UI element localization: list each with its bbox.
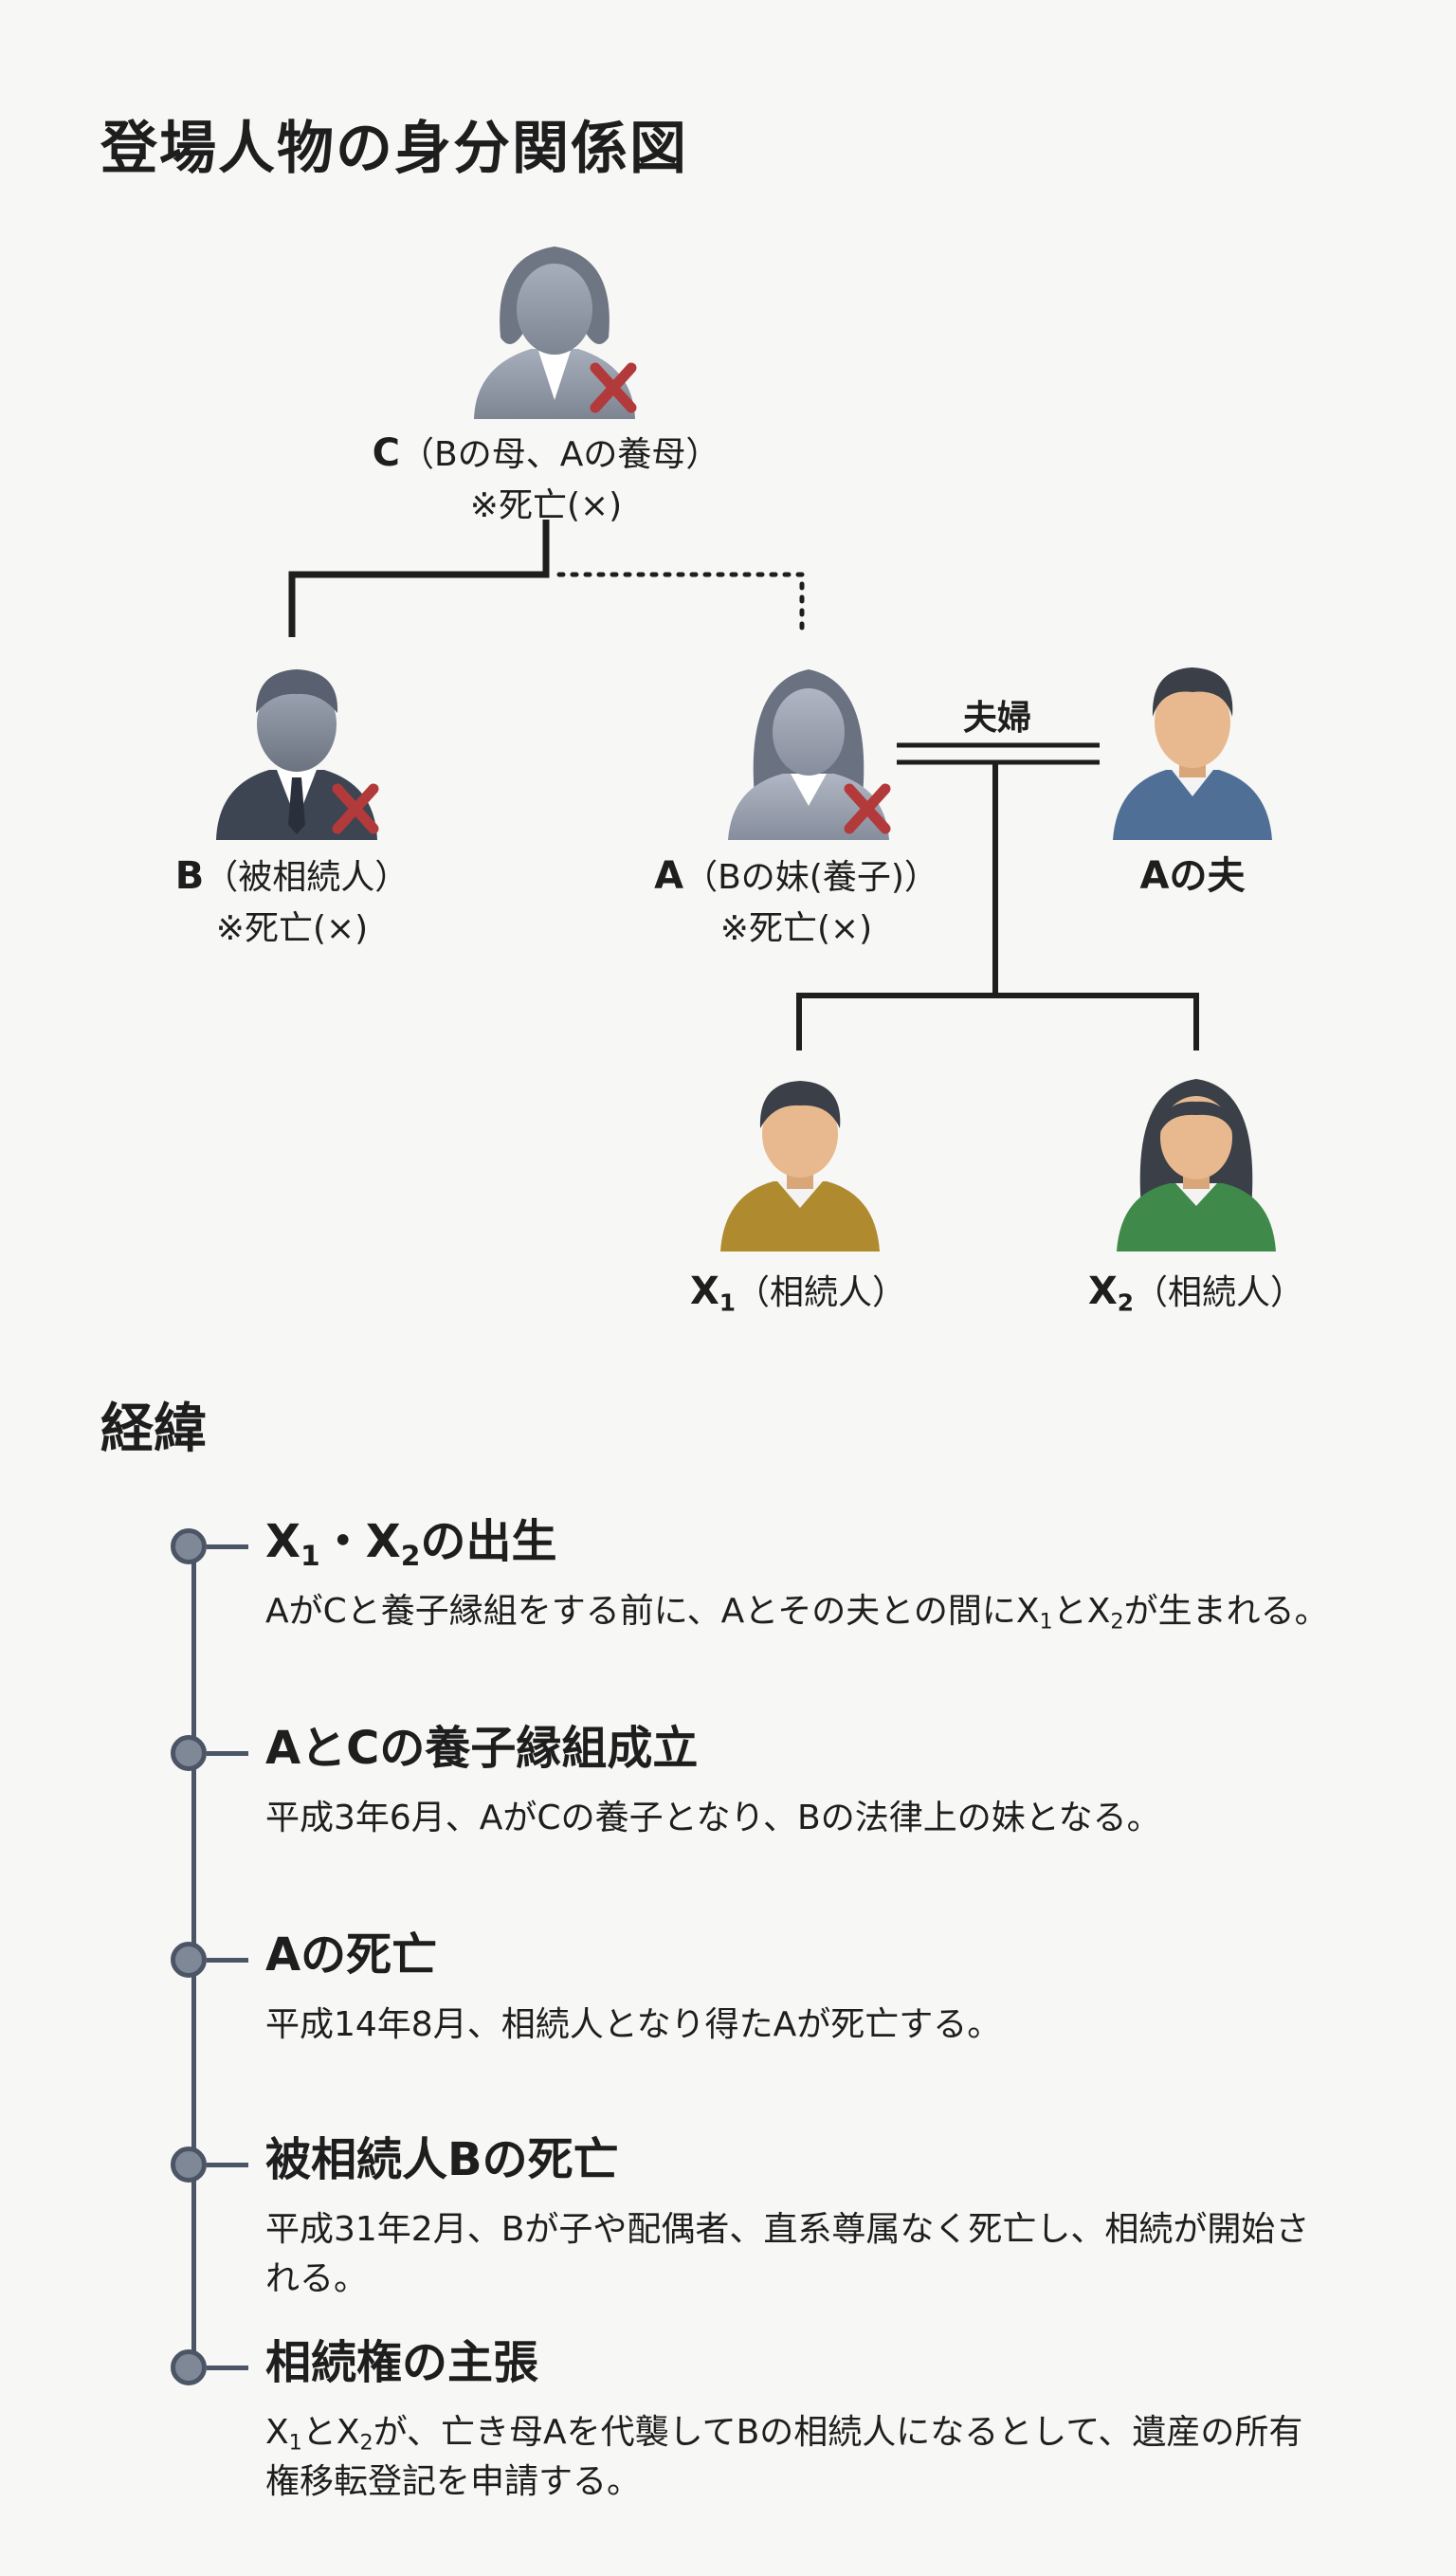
person-a-label: A（Bの妹(養子)） ※死亡(×)	[654, 851, 938, 954]
person-b-note: （被相続人）	[204, 858, 410, 897]
deceased-mark-icon	[590, 362, 637, 413]
deceased-mark-icon	[332, 783, 379, 834]
person-b-label: B（被相続人） ※死亡(×)	[175, 851, 410, 954]
timeline-dot-icon	[171, 2147, 207, 2183]
person-c-name: C	[372, 431, 401, 475]
person-a-figure	[728, 669, 891, 840]
person-c-label: C（Bの母、Aの養母） ※死亡(×)	[373, 429, 720, 531]
event-description: 平成14年8月、相続人となり得たAが死亡する。	[265, 2005, 1002, 2044]
person-a-status: ※死亡(×)	[719, 909, 873, 948]
person-x1-figure	[720, 1081, 880, 1251]
event-title: Aの死亡	[265, 1928, 438, 1982]
person-a-husband-figure	[1113, 667, 1272, 840]
event-description: 平成31年2月、Bが子や配偶者、直系尊属なく死亡し、相続が開始される。	[265, 2210, 1310, 2298]
timeline-tick	[207, 1544, 248, 1549]
person-a-husband-name: Aの夫	[1139, 854, 1246, 898]
timeline-tick	[207, 1958, 248, 1963]
timeline-dot-icon	[171, 2349, 207, 2385]
event-title: X1・X2の出生	[265, 1515, 557, 1573]
person-b-name: B	[174, 854, 205, 898]
person-a-note: （Bの妹(養子)）	[683, 858, 938, 897]
c-to-b-line	[288, 520, 550, 637]
history-title: 経緯	[100, 1398, 207, 1460]
event-title: 被相続人Bの死亡	[265, 2133, 619, 2186]
person-c-note: （Bの母、Aの養母）	[400, 435, 720, 474]
timeline-dot-icon	[171, 1735, 207, 1771]
person-x1-note: （相続人）	[736, 1273, 907, 1312]
timeline-tick	[207, 1751, 248, 1756]
person-c-status: ※死亡(×)	[469, 486, 623, 525]
person-a-name: A	[654, 854, 684, 898]
person-c-figure	[474, 247, 637, 419]
event-title: AとCの養子縁組成立	[265, 1722, 699, 1775]
person-x1-name: X	[689, 1270, 719, 1313]
marriage-label: 夫婦	[962, 699, 1032, 738]
page-title: 登場人物の身分関係図	[100, 116, 688, 182]
event-description: AがCと養子縁組をする前に、Aとその夫との間にX1とX2が生まれる。	[265, 1592, 1329, 1635]
person-a-husband-label: Aの夫	[1140, 851, 1246, 901]
c-to-a-adoption-line	[556, 572, 805, 640]
timeline-tick	[207, 2366, 248, 2370]
person-x2-sub: 2	[1117, 1288, 1135, 1317]
person-x2-label: X2（相続人）	[1088, 1267, 1304, 1318]
relationship-lines	[288, 520, 1199, 1050]
person-x2-note: （相続人）	[1134, 1273, 1305, 1312]
person-x1-label: X1（相続人）	[690, 1267, 906, 1318]
person-b-status: ※死亡(×)	[215, 909, 369, 948]
children-branch	[796, 993, 1199, 1050]
event-description: 平成3年6月、AがCの養子となり、Bの法律上の妹となる。	[265, 1799, 1161, 1837]
timeline-tick	[207, 2163, 248, 2167]
event-title: 相続権の主張	[265, 2336, 539, 2389]
timeline-dot-icon	[171, 1528, 207, 1564]
person-x2-figure	[1117, 1079, 1276, 1251]
deceased-mark-icon	[844, 783, 891, 834]
person-x2-name: X	[1087, 1270, 1118, 1313]
event-description: X1とX2が、亡き母Aを代襲してBの相続人になるとして、遺産の所有権移転登記を申…	[265, 2413, 1303, 2501]
timeline-dot-icon	[171, 1942, 207, 1978]
person-x1-sub: 1	[719, 1288, 737, 1317]
person-b-figure	[216, 669, 379, 840]
